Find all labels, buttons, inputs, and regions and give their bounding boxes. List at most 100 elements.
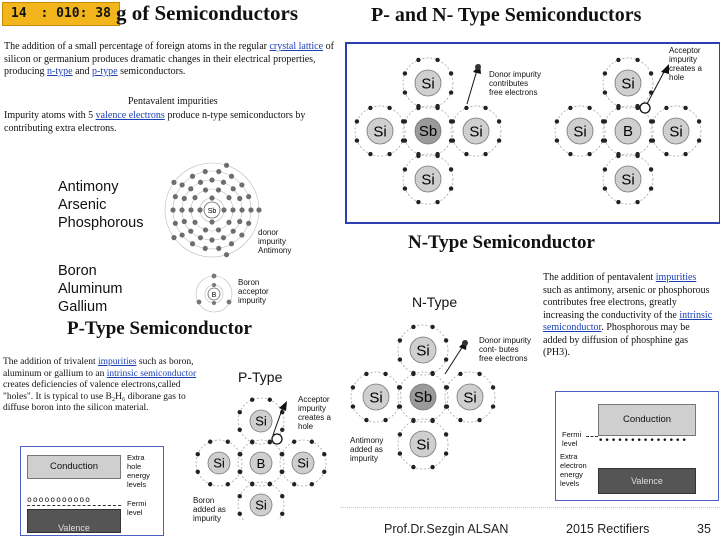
center-atom: [249, 451, 273, 475]
n-valence-band: Valence: [598, 468, 696, 494]
p-impurities-link[interactable]: impurities: [97, 357, 137, 367]
slide-time: : 010: 38: [40, 6, 111, 21]
pentavalent-caption: Pentavalent impurities: [128, 96, 218, 107]
si-top-label: Si: [416, 342, 429, 359]
footer-author: Prof.Dr.Sezgin ALSAN: [384, 522, 509, 536]
crystal-lattice-link[interactable]: crystal lattice: [269, 41, 324, 52]
n-type-link[interactable]: n-type: [47, 66, 73, 77]
left-title: g of Semiconductors: [116, 1, 298, 25]
si-bottom-atom: [614, 165, 642, 193]
si-bottom-atom: [249, 493, 273, 517]
word-antimony: Antimony: [58, 179, 119, 195]
word-gallium: Gallium: [58, 299, 108, 315]
center-atom: [614, 117, 642, 145]
word-boron: Boron: [58, 263, 97, 279]
p-type-link[interactable]: p-type: [92, 66, 118, 77]
si-right-atom: [662, 117, 690, 145]
si-bottom-label: Si: [416, 436, 429, 453]
si-top-label: Si: [621, 75, 634, 92]
si-right-label: Si: [469, 123, 482, 140]
n-sb-label: Sb: [414, 389, 432, 406]
si-left-atom: [207, 451, 231, 475]
boron-atom-diagram: B: [195, 273, 233, 313]
n-fermi-line: [586, 436, 598, 437]
si-left-label: Si: [369, 389, 382, 406]
si-left-label: Si: [573, 123, 586, 140]
p-type-text: The addition of trivalent impurities suc…: [3, 357, 197, 413]
footer-course: 2015 Rectifiers: [566, 522, 650, 536]
si-right-label: Si: [463, 389, 476, 406]
n-type-title: N-Type Semiconductor: [408, 232, 595, 253]
top-b-label: B: [623, 123, 633, 140]
center-atom: [414, 117, 442, 145]
si-right-atom: [462, 117, 490, 145]
si-top-label: Si: [255, 414, 267, 429]
n-impurities-link[interactable]: impurities: [655, 272, 697, 283]
word-arsenic: Arsenic: [58, 197, 107, 213]
trivalent-list: Boron Aluminum Gallium: [58, 262, 122, 316]
word-phosphorous: Phosphorous: [58, 215, 144, 231]
p-intrinsic-link[interactable]: intrinsic semiconductor: [106, 368, 197, 379]
p-conduction-band: Conduction: [27, 455, 121, 479]
si-left-atom: [566, 117, 594, 145]
sb-core-label: Sb: [208, 208, 217, 215]
slide-timer-badge: 14 : 010: 38: [2, 2, 120, 26]
n-lattice-heading: N-Type: [412, 294, 458, 310]
si-top-atom: [414, 69, 442, 97]
si-bottom-atom: [414, 165, 442, 193]
si-top-atom: [409, 336, 437, 364]
b-core-label: B: [212, 292, 217, 299]
si-left-atom: [366, 117, 394, 145]
n-conduction-band: Conduction: [598, 404, 696, 436]
si-left-label: Si: [373, 123, 386, 140]
p-hole-levels: ooooooooooo: [27, 495, 91, 504]
si-bottom-label: Si: [255, 498, 267, 513]
footer-page-number: 35: [697, 522, 711, 536]
p-valence-band: Valence: [27, 509, 121, 533]
doping-intro-text: The addition of a small percentage of fo…: [4, 41, 334, 77]
word-aluminum: Aluminum: [58, 281, 123, 297]
n-intrinsic-link[interactable]: intrinsic semiconductor: [543, 309, 713, 334]
si-bottom-label: Si: [621, 171, 634, 188]
pentavalent-text: Impurity atoms with 5 valence electrons …: [4, 110, 306, 134]
si-right-label: Si: [669, 123, 682, 140]
p-lattice-heading: P-Type: [238, 369, 283, 385]
si-top-atom: [614, 69, 642, 97]
si-left-label: Si: [213, 456, 225, 471]
top-sb-label: Sb: [419, 123, 437, 140]
si-right-label: Si: [297, 456, 309, 471]
valence-electrons-link[interactable]: valence electrons: [95, 110, 165, 121]
si-right-atom: [291, 451, 315, 475]
si-top-atom: [249, 409, 273, 433]
si-bottom-atom: [409, 430, 437, 458]
p-b-label: B: [257, 456, 266, 471]
si-right-atom: [456, 383, 484, 411]
n-type-text: The addition of pentavalent impurities s…: [543, 272, 713, 358]
si-top-label: Si: [421, 75, 434, 92]
si-left-atom: [362, 383, 390, 411]
pentavalent-list: Antimony Arsenic Phosphorous: [58, 178, 143, 232]
si-bottom-label: Si: [421, 171, 434, 188]
slide-number: 14: [11, 6, 27, 21]
p-fermi-line: [27, 505, 121, 506]
right-title: P- and N- Type Semiconductors: [371, 4, 642, 26]
center-atom: [409, 383, 437, 411]
n-electron-levels: ••••••••••••••: [598, 436, 688, 446]
